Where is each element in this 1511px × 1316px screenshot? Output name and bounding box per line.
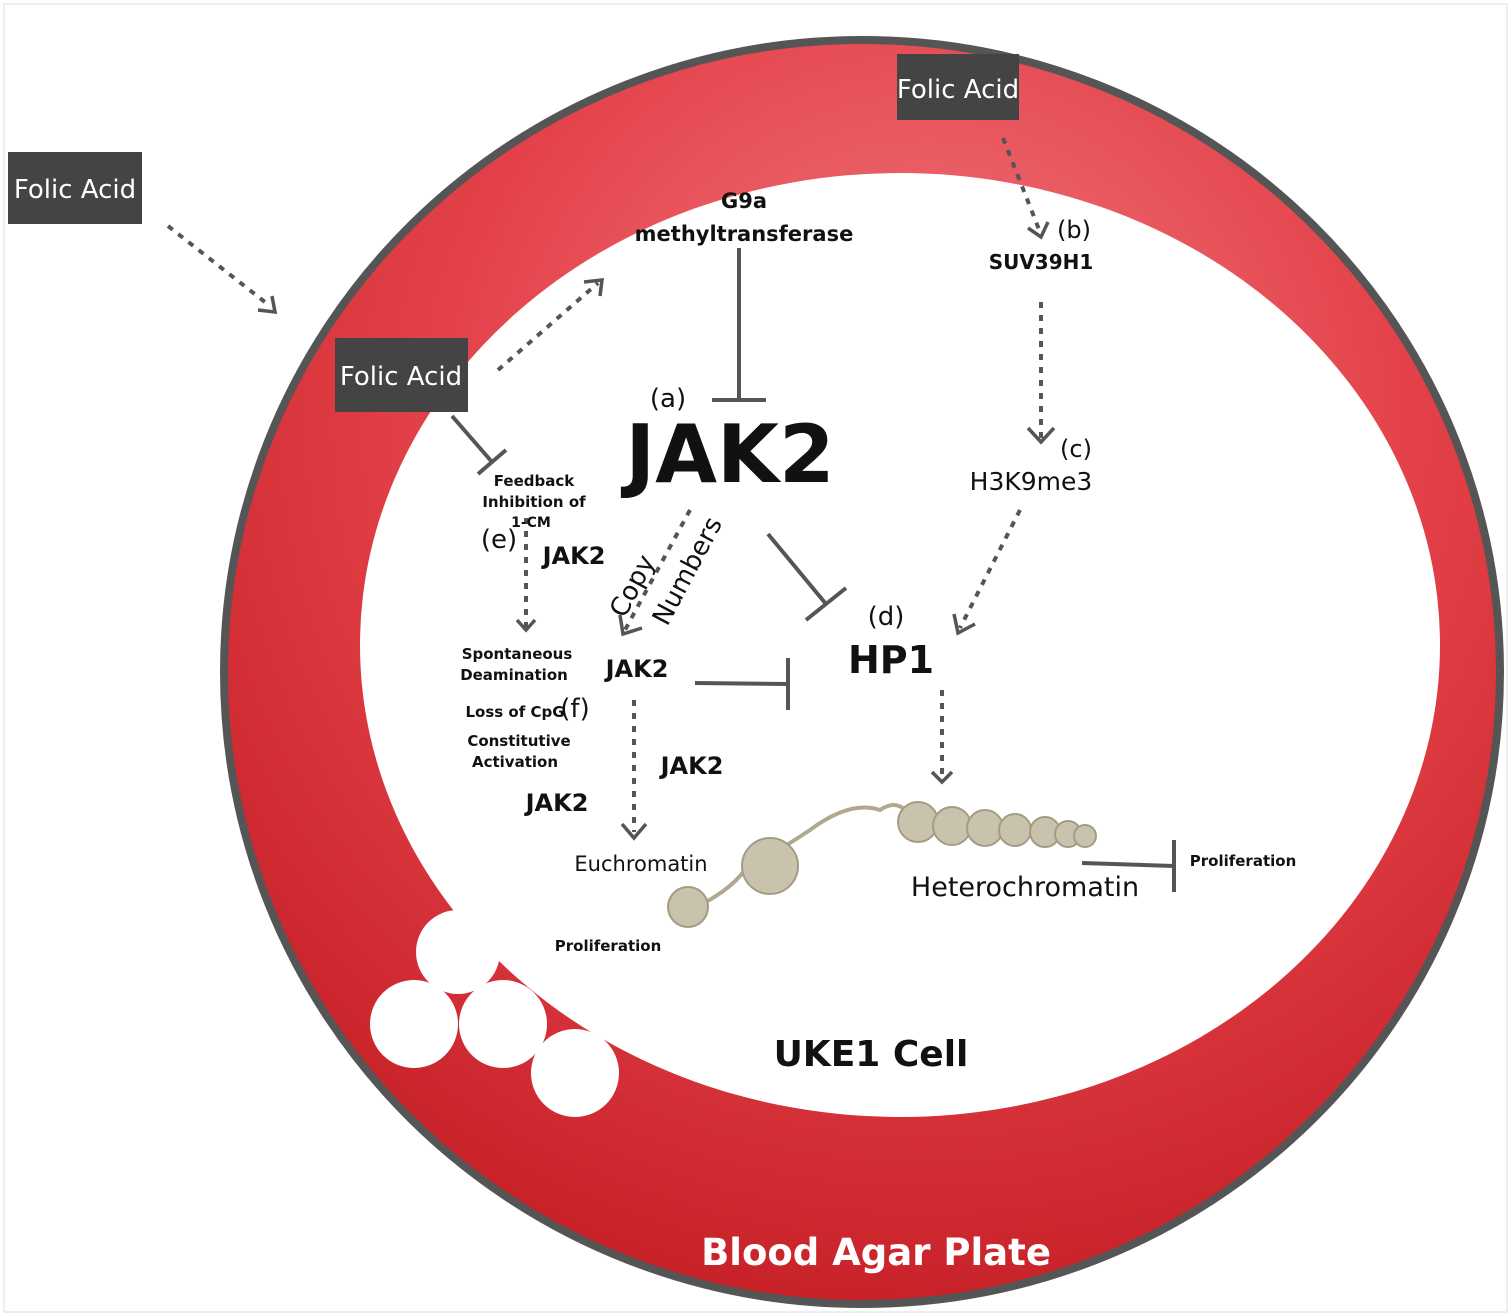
euchromatin-label: Euchromatin bbox=[574, 852, 707, 876]
hp1-label: HP1 bbox=[848, 638, 934, 682]
label-c: (c) bbox=[1060, 435, 1092, 463]
arrows bbox=[166, 137, 1176, 892]
activation-label: Activation bbox=[472, 753, 558, 771]
uke1-cell bbox=[360, 173, 1440, 1117]
jak2-label: JAK2 bbox=[524, 789, 589, 817]
chromatin-illustration bbox=[667, 801, 1097, 928]
inhibition-of-label: Inhibition of bbox=[482, 493, 586, 511]
heterochromatin-label: Heterochromatin bbox=[911, 872, 1139, 903]
deamination-label: Deamination bbox=[460, 666, 568, 684]
constitutive-label: Constitutive bbox=[467, 732, 570, 750]
folic-acid-box-top: Folic Acid bbox=[897, 54, 1019, 120]
folic-acid-box-outside: Folic Acid bbox=[8, 152, 142, 224]
inhibition-line bbox=[450, 414, 508, 476]
small-cell bbox=[416, 910, 500, 994]
label-e: (e) bbox=[481, 525, 517, 555]
label-f: (f) bbox=[560, 694, 589, 724]
loss-of-cpg-label: Loss of CpG bbox=[465, 703, 564, 721]
dotted-arrow bbox=[496, 281, 600, 372]
dotted-arrow bbox=[958, 509, 1022, 629]
label-b: (b) bbox=[1057, 216, 1091, 244]
folic-acid-label: Folic Acid bbox=[897, 75, 1019, 105]
jak2-label: JAK2 bbox=[541, 542, 606, 570]
1cm-label: 1-CM bbox=[511, 515, 551, 531]
jak2-label: JAK2 bbox=[604, 655, 669, 683]
methyltransferase-label: methyltransferase bbox=[635, 222, 854, 246]
feedback-label: Feedback bbox=[494, 472, 575, 490]
labels: G9a methyltransferase (a) JAK2 (b) SUV39… bbox=[460, 189, 1296, 1274]
inhibition-line bbox=[766, 532, 848, 622]
proliferation-label: Proliferation bbox=[555, 937, 662, 955]
small-cell bbox=[459, 980, 547, 1068]
jak2-main: JAK2 bbox=[620, 408, 834, 501]
label-d: (d) bbox=[868, 602, 905, 632]
folic-acid-label: Folic Acid bbox=[14, 175, 136, 205]
blood-agar-plate-label: Blood Agar Plate bbox=[701, 1231, 1051, 1274]
spontaneous-label: Spontaneous bbox=[462, 645, 573, 663]
dotted-arrow bbox=[1001, 137, 1042, 233]
uke1-cell-label: UKE1 Cell bbox=[774, 1034, 969, 1075]
proliferation-label: Proliferation bbox=[1190, 852, 1297, 870]
folic-acid-box-inner: Folic Acid bbox=[335, 338, 468, 412]
small-cell bbox=[531, 1029, 619, 1117]
h3k9me3-label: H3K9me3 bbox=[970, 467, 1093, 496]
suv39h1-label: SUV39H1 bbox=[989, 250, 1094, 274]
jak2-label: JAK2 bbox=[659, 752, 724, 780]
dotted-arrow bbox=[166, 224, 272, 308]
inhibition-line bbox=[694, 658, 790, 710]
g9a-label: G9a bbox=[721, 189, 767, 213]
folic-acid-label: Folic Acid bbox=[340, 362, 462, 392]
label-a: (a) bbox=[650, 384, 686, 414]
dotted-arrow bbox=[623, 509, 692, 631]
inhibition-line bbox=[1081, 840, 1176, 892]
small-cell bbox=[370, 980, 458, 1068]
inhibition-line bbox=[712, 248, 766, 402]
